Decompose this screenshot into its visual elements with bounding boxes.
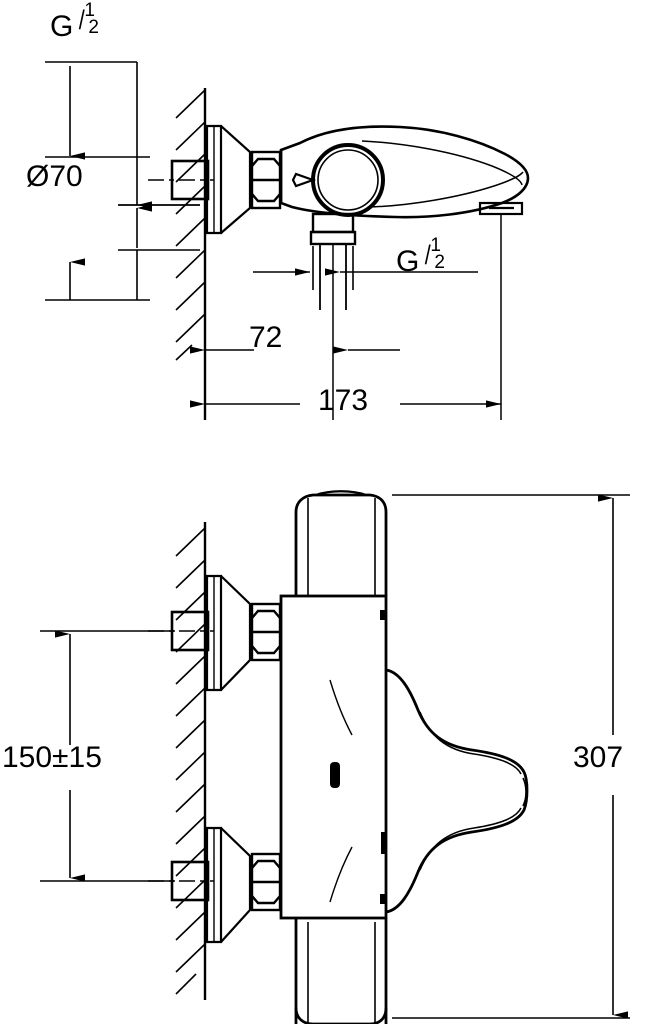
body-notch-upper [380,610,387,620]
escutcheon-cone-upper [220,575,252,691]
handle-lever-nib-top[interactable] [291,172,317,188]
spout-front-inner2 [419,711,522,775]
label-307: 307 [573,741,624,774]
flow-handle-bottom[interactable] [294,918,388,1024]
mixer-body-front [279,594,388,920]
top-view [45,61,530,420]
body-shade-upper [329,679,353,736]
body-shade-lower [329,846,353,903]
label-173: 173 [318,384,369,417]
mixer-body-top [279,125,530,219]
handle-ring-top[interactable] [311,143,385,217]
handle-ring-inner-top [317,149,379,211]
dim-g-half-outlet [253,246,478,290]
body-notch-lower [380,894,387,904]
spout-inner-contour2-top [367,171,524,208]
escutcheon-cone-lower [220,827,252,943]
spout-inner-contour-top [361,140,523,186]
label-72: 72 [249,321,283,354]
dim-diameter-70 [45,204,200,301]
handle-top-cap [315,490,367,497]
coupling-nut-lower [250,852,282,912]
indicator-slot [330,762,340,788]
label-diameter-70: Ø70 [26,160,83,193]
front-view [40,490,630,1024]
wall-hatch-front [175,527,206,995]
flow-handle-bottom-body[interactable] [294,1007,388,1024]
wall-hatch-top [175,89,206,361]
coupling-nut-top [250,150,282,210]
dim-307 [392,494,630,1019]
spout-front [385,668,529,914]
spout-front-inner3 [419,807,522,871]
label-150: 150±15 [2,741,102,774]
spout-front-inner [522,777,527,807]
dim-150 [40,630,175,882]
outlet-boss-top [309,212,357,246]
escutcheon-cone-top [220,125,252,234]
body-notch-mid [381,832,386,854]
thermostat-handle-top[interactable] [294,493,388,596]
coupling-nut-upper [250,602,282,662]
